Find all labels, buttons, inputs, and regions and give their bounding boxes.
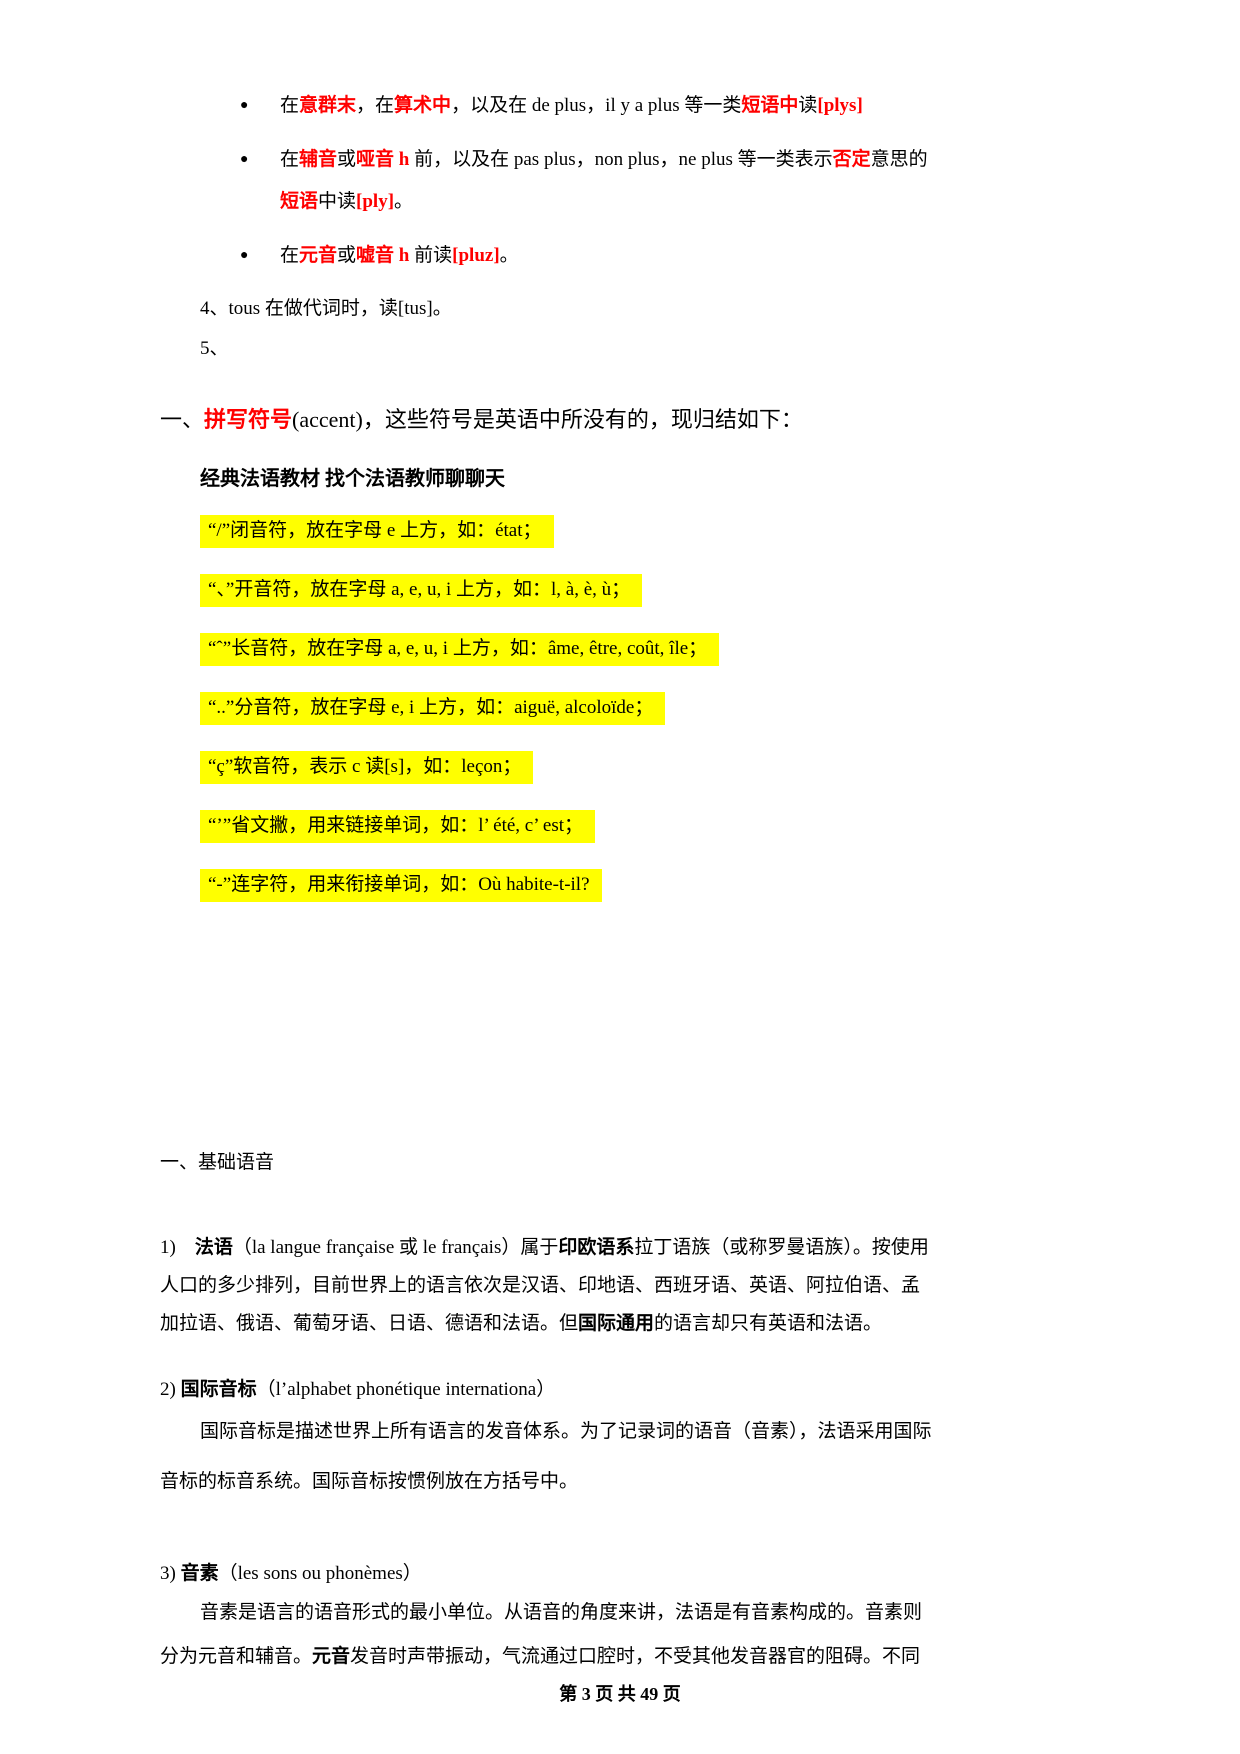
- bullet-icon: ●: [240, 98, 249, 113]
- bullet-text: 在元音或嘘音 h 前读[pluz]。: [280, 235, 519, 277]
- bullet-text-line: 在意群末，在算术中，以及在 de plus，il y a plus 等一类短语中…: [280, 95, 863, 116]
- numbered-item-4: 4、tous 在做代词时，读[tus]。: [200, 298, 452, 319]
- bullet-icon: ●: [240, 152, 249, 167]
- highlight-line-apostrophe: “’”省文撇，用来链接单词，如：l’ été, c’ est；: [200, 810, 1080, 843]
- accent-section-heading: 一、拼写符号(accent)，这些符号是英语中所没有的，现归结如下：: [160, 407, 803, 432]
- paragraph-line: 国际音标是描述世界上所有语言的发音体系。为了记录词的语音（音素），法语采用国际: [200, 1421, 932, 1442]
- paragraph-phonemes: 3) 音素（les sons ou phonèmes） 音素是语言的语音形式的最…: [160, 1557, 1080, 1679]
- highlight-text: “、”开音符，放在字母 a, e, u, i 上方，如：l, à, è, ù；: [200, 574, 643, 607]
- bullet-text-line: 在元音或嘘音 h 前读[pluz]。: [280, 245, 519, 266]
- highlight-text: “-”连字符，用来衔接单词，如：Où habite-t-il?: [200, 869, 602, 902]
- paragraph-heading: 3) 音素（les sons ou phonèmes）: [160, 1563, 422, 1584]
- paragraph-line: 人口的多少排列，目前世界上的语言依次是汉语、印地语、西班牙语、英语、阿拉伯语、孟: [160, 1275, 921, 1296]
- bullet-item: ● 在辅音或哑音 h 前，以及在 pas plus，non plus，ne pl…: [240, 139, 1080, 223]
- paragraph-line: 分为元音和辅音。元音发音时声带振动，气流通过口腔时，不受其他发音器官的阻碍。不同: [160, 1646, 921, 1667]
- bullet-text: 在意群末，在算术中，以及在 de plus，il y a plus 等一类短语中…: [280, 85, 863, 127]
- highlight-line-cedilla: “ç”软音符，表示 c 读[s]，如：leçon；: [200, 751, 1080, 784]
- accent-section-subheading: 经典法语教材 找个法语教师聊聊天: [200, 468, 505, 490]
- bullet-list: ● 在意群末，在算术中，以及在 de plus，il y a plus 等一类短…: [240, 85, 1080, 277]
- numbered-item-5: 5、: [200, 338, 229, 359]
- bullet-item: ● 在意群末，在算术中，以及在 de plus，il y a plus 等一类短…: [240, 85, 1080, 127]
- paragraph-line: 加拉语、俄语、葡萄牙语、日语、德语和法语。但国际通用的语言却只有英语和法语。: [160, 1313, 883, 1334]
- paragraph-heading: 2) 国际音标（l’alphabet phonétique internatio…: [160, 1379, 556, 1400]
- paragraph-line: 1) 法语（la langue française 或 le français）…: [160, 1237, 929, 1258]
- highlight-text: “ˆ”长音符，放在字母 a, e, u, i 上方，如：âme, être, c…: [200, 633, 720, 666]
- highlight-text: “’”省文撇，用来链接单词，如：l’ été, c’ est；: [200, 810, 595, 843]
- paragraph-line: 音素是语言的语音形式的最小单位。从语音的角度来讲，法语是有音素构成的。音素则: [200, 1602, 923, 1623]
- highlight-text: “..”分音符，放在字母 e, i 上方，如：aiguë, alcoloïde；: [200, 692, 666, 725]
- bullet-text-line: 在辅音或哑音 h 前，以及在 pas plus，non plus，ne plus…: [280, 149, 928, 170]
- bullet-item: ● 在元音或嘘音 h 前读[pluz]。: [240, 235, 1080, 277]
- paragraph-french-language: 1) 法语（la langue française 或 le français）…: [160, 1229, 1080, 1343]
- highlight-line-trema: “..”分音符，放在字母 e, i 上方，如：aiguë, alcoloïde；: [200, 692, 1080, 725]
- highlight-line-acute: “/”闭音符，放在字母 e 上方，如：état；: [200, 515, 1080, 548]
- phonetics-section-heading: 一、基础语音: [160, 1152, 275, 1173]
- highlight-line-hyphen: “-”连字符，用来衔接单词，如：Où habite-t-il?: [200, 869, 1080, 902]
- bullet-icon: ●: [240, 248, 249, 263]
- paragraph-ipa: 2) 国际音标（l’alphabet phonétique internatio…: [160, 1373, 1080, 1507]
- paragraph-line: 音标的标音系统。国际音标按惯例放在方括号中。: [160, 1471, 579, 1492]
- highlight-list: “/”闭音符，放在字母 e 上方，如：état； “、”开音符，放在字母 a, …: [200, 515, 1080, 902]
- highlight-text: “ç”软音符，表示 c 读[s]，如：leçon；: [200, 751, 534, 784]
- highlight-line-grave: “、”开音符，放在字母 a, e, u, i 上方，如：l, à, è, ù；: [200, 574, 1080, 607]
- page-footer: 第 3 页 共 49 页: [559, 1684, 681, 1704]
- bullet-text: 在辅音或哑音 h 前，以及在 pas plus，non plus，ne plus…: [280, 139, 928, 223]
- highlight-text: “/”闭音符，放在字母 e 上方，如：état；: [200, 515, 554, 548]
- highlight-line-circumflex: “ˆ”长音符，放在字母 a, e, u, i 上方，如：âme, être, c…: [200, 633, 1080, 666]
- bullet-text-line: 短语中读[ply]。: [280, 191, 414, 212]
